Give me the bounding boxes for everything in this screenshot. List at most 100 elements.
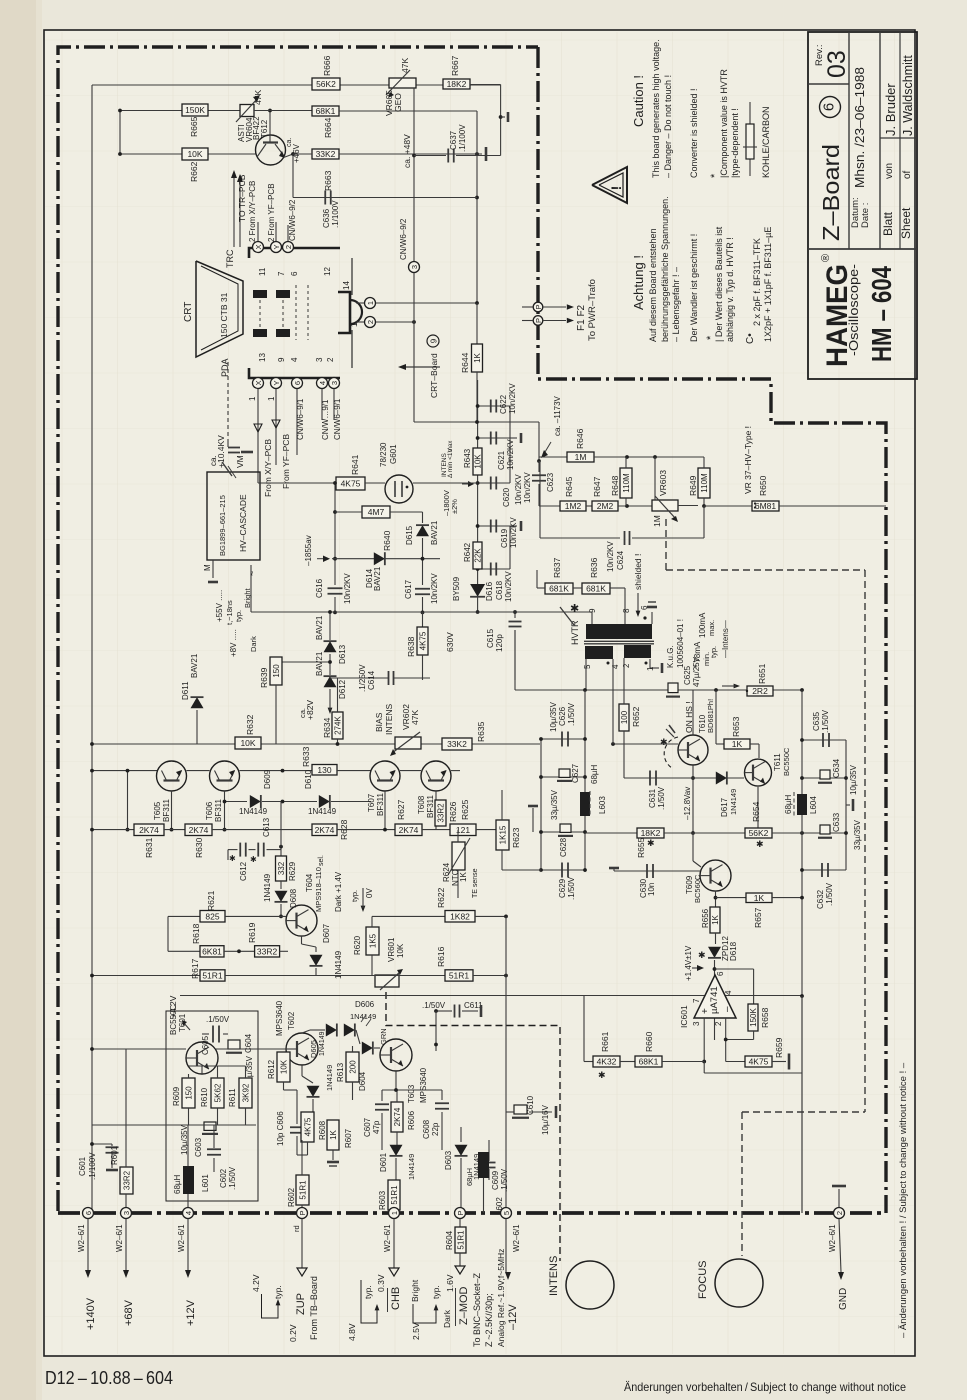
svg-text:1N4149: 1N4149 (239, 807, 268, 816)
svg-text:03: 03 (823, 50, 851, 78)
svg-text:BC560C: BC560C (693, 874, 702, 903)
svg-text:K.u.G.: K.u.G. (666, 645, 675, 668)
svg-text:R667: R667 (450, 55, 460, 76)
svg-text:✱: ✱ (660, 737, 668, 747)
svg-text:Bright: Bright (410, 1279, 420, 1302)
svg-text:1X2pF + 1X1pF f. BF311–µE: 1X2pF + 1X1pF f. BF311–µE (763, 227, 773, 342)
svg-text:33K2: 33K2 (316, 149, 336, 159)
svg-text:|Component value is HVTR: |Component value is HVTR (719, 69, 729, 178)
svg-text:.1/50V: .1/50V (567, 702, 576, 726)
svg-text:C608: C608 (422, 1119, 431, 1139)
svg-text:TO TR–PCB: TO TR–PCB (237, 174, 247, 222)
svg-text:max: max (448, 441, 454, 452)
svg-text:®: ® (820, 254, 832, 262)
svg-text:47µ/25V: 47µ/25V (692, 656, 701, 687)
svg-text:typ.: typ. (273, 1285, 283, 1299)
svg-text:R618: R618 (191, 923, 201, 944)
svg-text:µA741: µA741 (709, 986, 720, 1014)
svg-text:BC550C: BC550C (169, 1005, 178, 1035)
svg-text:R606: R606 (407, 1110, 416, 1130)
svg-text:10µ/16V: 10µ/16V (541, 1104, 550, 1135)
svg-text:BAV21: BAV21 (315, 615, 324, 640)
svg-text:C633: C633 (832, 812, 841, 832)
svg-text:✱: ✱ (229, 854, 236, 863)
svg-text:2: 2 (622, 663, 631, 668)
svg-text:681K: 681K (549, 584, 569, 594)
svg-text:✱: ✱ (598, 1070, 606, 1080)
svg-text:5: 5 (583, 664, 592, 669)
svg-text:GEO: GEO (393, 93, 403, 112)
svg-text:±2%: ±2% (450, 499, 459, 514)
svg-text:T602: T602 (287, 1011, 296, 1030)
svg-text:R655: R655 (636, 837, 646, 858)
svg-text:4K75: 4K75 (749, 1057, 769, 1067)
svg-text:Rev.:: Rev.: (814, 45, 825, 66)
svg-text:CRT–Board: CRT–Board (429, 353, 439, 398)
svg-text:R660: R660 (644, 1031, 654, 1052)
svg-text:R663: R663 (323, 170, 333, 191)
svg-text:D608: D608 (289, 888, 298, 908)
svg-text:47K: 47K (410, 710, 420, 725)
svg-text:T610: T610 (698, 714, 707, 733)
svg-text:.1/50V: .1/50V (500, 1168, 509, 1192)
svg-text:C623: C623 (546, 472, 555, 492)
svg-text:From TB–Board: From TB–Board (309, 1276, 319, 1340)
svg-text:56K2: 56K2 (749, 828, 769, 838)
svg-text:Analog Ref.~1.9V;f~5MHz: Analog Ref.~1.9V;f~5MHz (496, 1249, 506, 1347)
svg-text:33R2: 33R2 (123, 1170, 132, 1190)
svg-text:ON HS !: ON HS ! (684, 701, 694, 733)
svg-text:BF311: BF311 (162, 798, 171, 822)
svg-text:+68V: +68V (123, 1299, 135, 1326)
svg-text:T612: T612 (260, 119, 269, 138)
svg-text:L602: L602 (495, 1197, 504, 1215)
svg-text:Z–Board: Z–Board (818, 144, 844, 241)
svg-text:To BNC–Socket–Z: To BNC–Socket–Z (472, 1272, 482, 1347)
svg-text:BC550C: BC550C (782, 747, 791, 776)
svg-text:R604: R604 (445, 1230, 454, 1250)
svg-text:18K2: 18K2 (447, 79, 467, 89)
svg-text:+8V .....: +8V ..... (229, 629, 238, 657)
svg-text:C625: C625 (683, 665, 692, 685)
svg-text:From YF–PCB: From YF–PCB (281, 434, 291, 489)
svg-text:51R1: 51R1 (449, 970, 470, 980)
svg-text:P: P (534, 318, 543, 323)
svg-text:R657: R657 (753, 907, 763, 928)
svg-text:1: 1 (248, 396, 257, 401)
svg-text:121: 121 (456, 825, 470, 835)
svg-text:R631: R631 (144, 837, 154, 858)
svg-text:typ.: typ. (350, 890, 359, 902)
svg-text:R648: R648 (610, 475, 620, 496)
svg-text:T603: T603 (407, 1084, 416, 1103)
svg-text:.1/50V: .1/50V (228, 1166, 237, 1190)
svg-text:To PWR–Trafo: To PWR–Trafo (587, 279, 598, 341)
svg-text:1K: 1K (754, 893, 765, 903)
svg-text:9: 9 (277, 357, 286, 362)
svg-text:1K: 1K (459, 872, 468, 882)
svg-text:R637: R637 (552, 557, 562, 578)
svg-text:D617: D617 (720, 797, 729, 817)
svg-text:PDA: PDA (220, 358, 230, 377)
svg-text:R650: R650 (758, 475, 768, 496)
svg-text:T601: T601 (178, 1013, 187, 1032)
svg-text:10n/2KV: 10n/2KV (523, 472, 532, 503)
svg-text:12: 12 (323, 267, 332, 276)
svg-text:.1/100V: .1/100V (458, 124, 467, 152)
svg-text:C616: C616 (315, 578, 324, 598)
svg-text:110M: 110M (622, 473, 631, 493)
svg-text:|type-dependent !: |type-dependent ! (730, 108, 740, 178)
svg-text:D601: D601 (379, 1152, 388, 1172)
svg-text:22K: 22K (474, 548, 483, 563)
svg-text:1N4149: 1N4149 (325, 1065, 334, 1091)
svg-text:– Danger – Do not touch !: – Danger – Do not touch ! (663, 75, 673, 178)
svg-text:C627: C627 (571, 763, 580, 783)
svg-text:18K2: 18K2 (641, 828, 661, 838)
svg-text:150K: 150K (749, 1007, 758, 1026)
svg-text:D605: D605 (309, 1040, 318, 1058)
svg-text:4: 4 (318, 381, 327, 385)
svg-text:typ.: typ. (431, 1285, 441, 1299)
svg-text:D618: D618 (729, 941, 738, 961)
svg-text:BF311: BF311 (376, 792, 385, 816)
svg-text:+140V: +140V (85, 1297, 97, 1330)
svg-text:10µ/35V: 10µ/35V (245, 1055, 254, 1086)
svg-text:R623: R623 (511, 827, 521, 848)
